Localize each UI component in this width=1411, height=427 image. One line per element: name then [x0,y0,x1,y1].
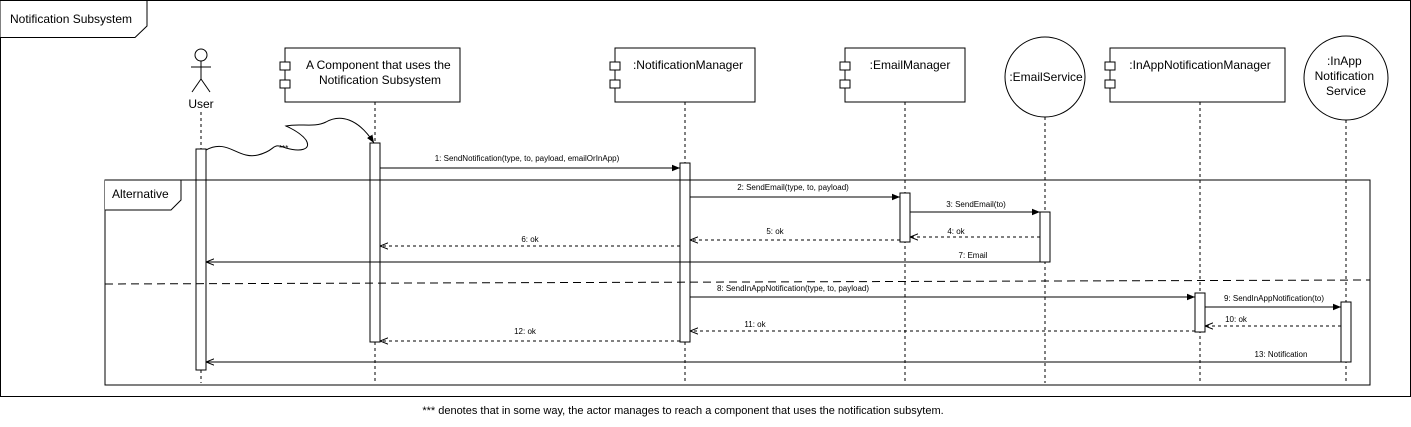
alt-fragment-tab [105,179,182,211]
message-11-label: 11: ok [744,320,766,329]
activation-inapp-service [1340,301,1352,363]
frame-title: Notification Subsystem [10,12,132,26]
participant-5-name: :InAppNotificationManager [1129,58,1270,72]
activation-user [195,148,207,371]
svg-text:A Component that uses the: A Component that uses the Notification S… [306,58,454,87]
participant-1-line-1: A Component that uses the [306,58,451,72]
participant-inapp-service: :InApp Notification Service [1303,35,1389,121]
component-icon [279,61,291,71]
message-3-label: 3: SendEmail(to) [946,200,1006,209]
participant-component: A Component that uses the Notification S… [279,47,461,103]
message-6-label: 6: ok [521,235,539,244]
message-labels: 1: SendNotification(type, to, payload, e… [435,154,1325,359]
reach-squiggle [205,117,375,157]
message-8-label: 8: SendInAppNotification(type, to, paylo… [717,284,869,293]
message-12-label: 12: ok [514,327,537,336]
alt-fragment [104,179,1371,386]
participant-3-name: :EmailManager [870,58,951,72]
component-icon [609,61,621,71]
message-4-label: 4: ok [947,227,965,236]
component-icon [839,61,851,71]
alt-fragment-label: Alternative [112,187,169,201]
actor-head [194,48,208,62]
frame-title-tab [0,0,148,38]
participant-6-line-3: Service [1326,84,1366,98]
message-9-label: 9: SendInAppNotification(to) [1224,294,1324,303]
actor-user [191,48,211,93]
participant-email-service: :EmailService [1004,36,1086,118]
activation-inapp-manager [1194,292,1206,333]
svg-text::InApp Notification: :InApp Notification Service [1315,54,1378,98]
participant-2-name: :NotificationManager [633,58,743,72]
message-10-label: 10: ok [1225,315,1248,324]
participant-6-line-2: Notification [1315,69,1374,83]
activation-email-manager [899,192,911,243]
message-2-label: 2: SendEmail(type, to, payload) [737,183,849,192]
reach-marker: *** [279,144,288,153]
message-1-label: 1: SendNotification(type, to, payload, e… [435,154,620,163]
alt-operand-separator [104,279,1371,285]
message-5-label: 5: ok [766,227,784,236]
component-icon [1104,61,1116,71]
message-7-label: 7: Email [959,251,988,260]
participant-6-line-1: :InApp [1327,54,1362,68]
message-13-label: 13: Notification [1255,350,1308,359]
activation-email-service [1039,211,1051,263]
activation-notification-manager [679,162,691,343]
participant-notification-manager: :NotificationManager [609,47,756,103]
participant-4-name: :EmailService [1009,70,1083,84]
actor-name: User [188,97,213,111]
participant-1-line-2: Notification Subsystem [319,73,441,87]
activation-component [369,142,381,343]
footnote: *** denotes that in some way, the actor … [422,405,943,417]
activation-bars [195,142,1352,371]
participant-inapp-manager: :InAppNotificationManager [1104,47,1286,103]
participant-email-manager: :EmailManager [839,47,966,103]
messages [206,164,1341,362]
